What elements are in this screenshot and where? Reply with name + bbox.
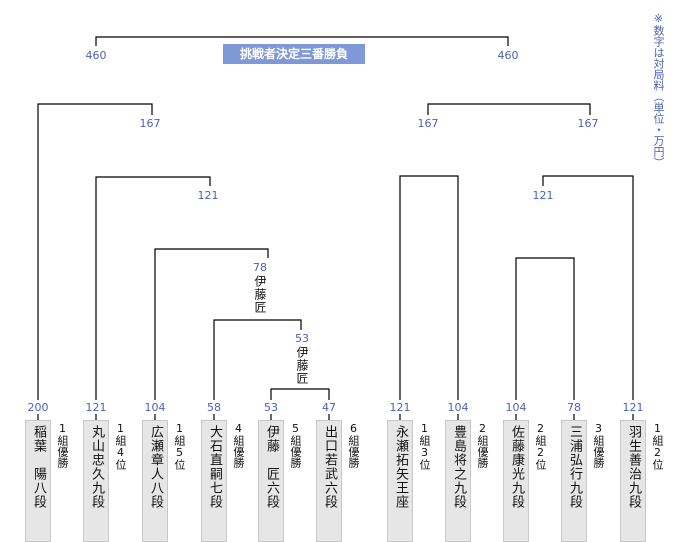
player-name: 稲葉 陽八段: [31, 425, 46, 509]
player-qualification: 5組優勝: [289, 422, 302, 468]
player-box: 広瀬章人八段: [142, 420, 168, 542]
semi-fee-right-b: 167: [577, 117, 599, 130]
player-box: 三浦弘行九段: [561, 420, 587, 542]
player-qualification: 2組優勝: [476, 422, 489, 468]
player-box: 豊島将之九段: [445, 420, 471, 542]
final-fee-left: 460: [85, 49, 107, 62]
player-box: 稲葉 陽八段: [25, 420, 51, 542]
player-fee: 200: [27, 401, 49, 414]
player-box: 永瀬拓矢王座: [387, 420, 413, 542]
final-fee-right: 460: [497, 49, 519, 62]
player-name: 羽生善治九段: [626, 425, 641, 509]
player-qualification: 1組3位: [418, 422, 431, 470]
player-qualification: 1組4位: [114, 422, 127, 470]
round-fee-left-53: 53: [295, 332, 309, 345]
player-fee: 53: [264, 401, 278, 414]
final-line: [95, 36, 509, 46]
right-a-line: [399, 175, 459, 400]
right-semi-line: [427, 103, 591, 115]
player-qualification: 4組優勝: [232, 422, 245, 468]
left-semi-line: [37, 103, 153, 400]
player-qualification: 3組優勝: [592, 422, 605, 468]
player-fee: 104: [505, 401, 527, 414]
round-fee-left-78: 78: [253, 261, 267, 274]
player-fee: 121: [85, 401, 107, 414]
player-box: 大石直嗣七段: [201, 420, 227, 542]
semi-fee-right-a: 167: [417, 117, 439, 130]
player-qualification: 1組優勝: [56, 422, 69, 468]
player-qualification: 1組5位: [173, 422, 186, 470]
title-banner: 挑戦者決定三番勝負: [223, 44, 365, 64]
player-fee: 58: [207, 401, 221, 414]
player-name: 丸山忠久九段: [89, 425, 104, 509]
round-winner-53: 伊藤匠: [295, 346, 309, 385]
player-name: 伊藤 匠六段: [264, 425, 279, 509]
player-qualification: 2組2位: [534, 422, 547, 470]
fee-note: ※数字は対局料（単位・万円）: [652, 12, 665, 168]
left-first-line: [270, 388, 330, 400]
player-fee: 104: [144, 401, 166, 414]
left-121-line: [95, 176, 211, 400]
player-name: 永瀬拓矢王座: [393, 425, 408, 509]
round-fee-right-121: 121: [532, 189, 554, 202]
right-121-line: [542, 175, 634, 400]
round-winner-78: 伊藤匠: [253, 275, 267, 314]
player-box: 羽生善治九段: [620, 420, 646, 542]
player-box: 伊藤 匠六段: [258, 420, 284, 542]
player-fee: 78: [567, 401, 581, 414]
player-name: 三浦弘行九段: [567, 425, 582, 509]
player-box: 丸山忠久九段: [83, 420, 109, 542]
player-fee: 121: [622, 401, 644, 414]
player-name: 佐藤康光九段: [509, 425, 524, 509]
player-name: 出口若武六段: [322, 425, 337, 509]
player-name: 広瀬章人八段: [148, 425, 163, 509]
player-qualification: 1組2位: [651, 422, 664, 470]
player-box: 出口若武六段: [316, 420, 342, 542]
player-fee: 104: [447, 401, 469, 414]
semi-fee-left: 167: [139, 117, 161, 130]
player-box: 佐藤康光九段: [503, 420, 529, 542]
round-fee-left-121: 121: [197, 189, 219, 202]
left-53-line: [213, 319, 302, 400]
left-78-line: [154, 248, 269, 400]
right-b-line: [515, 257, 575, 400]
player-qualification: 6組優勝: [347, 422, 360, 468]
player-name: 大石直嗣七段: [207, 425, 222, 509]
fee-ticks: [37, 414, 634, 420]
player-fee: 121: [389, 401, 411, 414]
player-name: 豊島将之九段: [451, 425, 466, 509]
player-fee: 47: [322, 401, 336, 414]
